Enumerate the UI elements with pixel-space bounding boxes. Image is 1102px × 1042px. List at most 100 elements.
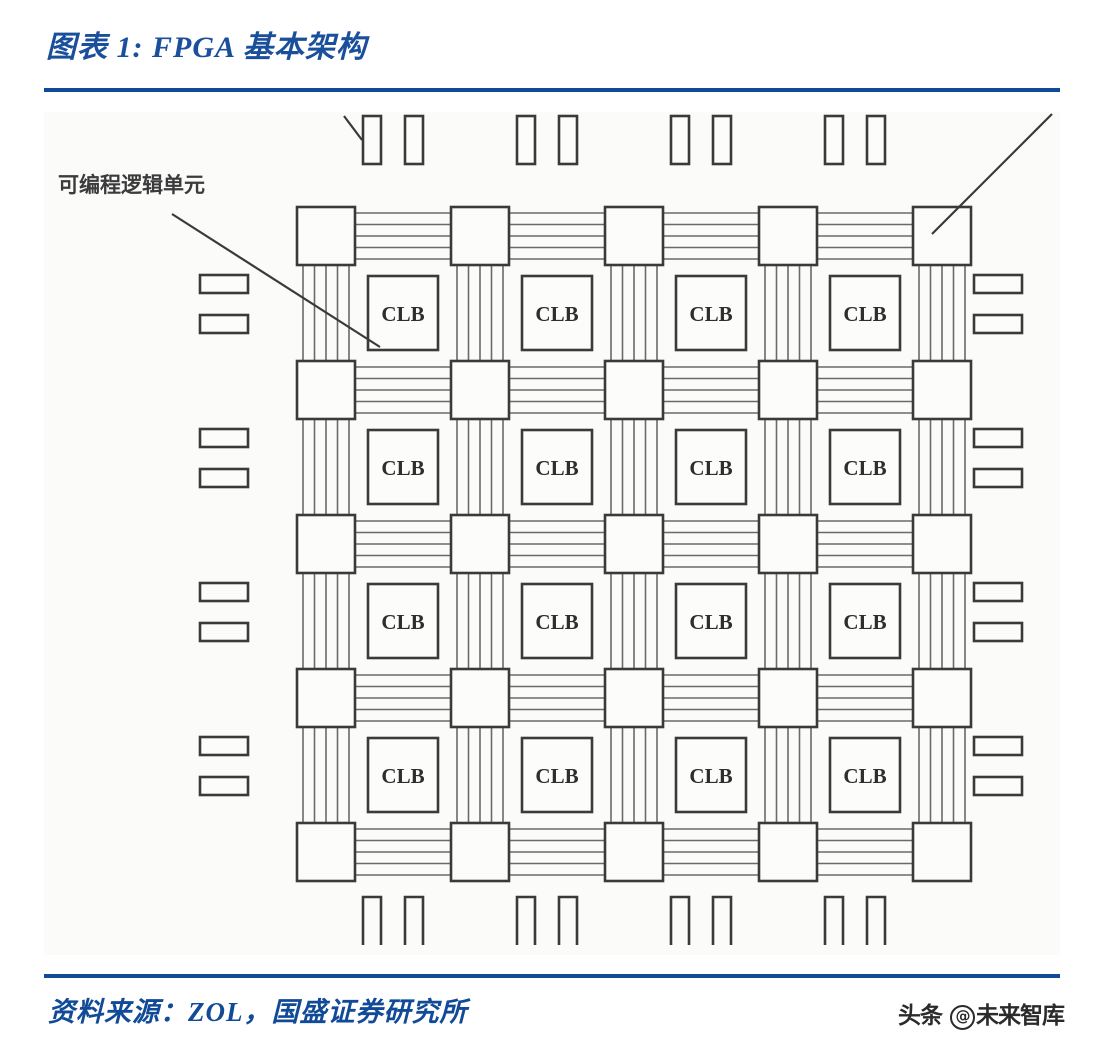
clb-callout-leader-line	[171, 213, 381, 348]
routing-channel-horizontal	[509, 828, 605, 876]
io-pad-right-3-0[interactable]	[972, 735, 1024, 757]
clb-block-r0-c1[interactable]: CLB	[520, 274, 594, 352]
io-pad-right-2-0[interactable]	[972, 581, 1024, 603]
clb-label: CLB	[535, 456, 578, 480]
io-pad-left-0-0[interactable]	[198, 273, 250, 295]
io-pad-top-3-1[interactable]	[865, 114, 887, 166]
io-pad-bottom-2-1[interactable]	[711, 895, 733, 945]
clb-block-r0-c3[interactable]: CLB	[828, 274, 902, 352]
switch-box-r0-c1[interactable]	[449, 205, 511, 267]
clb-block-r0-c2[interactable]: CLB	[674, 274, 748, 352]
io-pad-right-0-1[interactable]	[972, 313, 1024, 335]
routing-channel-vertical	[764, 419, 812, 515]
clb-block-r3-c1[interactable]: CLB	[520, 736, 594, 814]
io-pad-left-1-0[interactable]	[198, 427, 250, 449]
io-pad-left-0-1[interactable]	[198, 313, 250, 335]
io-pad-left-2-0[interactable]	[198, 581, 250, 603]
page-title: 图表 1: FPGA 基本架构	[46, 31, 367, 64]
clb-block-r0-c0[interactable]: CLB	[366, 274, 440, 352]
switch-box-r4-c0[interactable]	[295, 821, 357, 883]
watermark: 头条 @未来智库	[898, 996, 1065, 1030]
clb-block-r2-c2[interactable]: CLB	[674, 582, 748, 660]
io-pad-right-0-0[interactable]	[972, 273, 1024, 295]
clb-block-r2-c0[interactable]: CLB	[366, 582, 440, 660]
switch-box-r4-c1[interactable]	[449, 821, 511, 883]
clb-block-r1-c0[interactable]: CLB	[366, 428, 440, 506]
clb-label: CLB	[689, 610, 732, 634]
switch-box-r4-c3[interactable]	[757, 821, 819, 883]
io-pad-left-3-1[interactable]	[198, 775, 250, 797]
io-pad-right-1-1[interactable]	[972, 467, 1024, 489]
switch-box-r3-c0[interactable]	[295, 667, 357, 729]
io-pad-bottom-0-0[interactable]	[361, 895, 383, 945]
clb-block-r2-c3[interactable]: CLB	[828, 582, 902, 660]
routing-channel-vertical	[610, 573, 658, 669]
routing-channel-vertical	[918, 265, 966, 361]
clb-box	[366, 736, 440, 814]
switch-box-r0-c4[interactable]	[911, 205, 973, 267]
clb-block-r1-c3[interactable]: CLB	[828, 428, 902, 506]
switch-box-r1-c0[interactable]	[295, 359, 357, 421]
io-pad-bottom-0-1[interactable]	[403, 895, 425, 945]
clb-block-r2-c1[interactable]: CLB	[520, 582, 594, 660]
io-pad-top-3-0[interactable]	[823, 114, 845, 166]
io-pad-top-2-0[interactable]	[669, 114, 691, 166]
io-pad-left-3-0[interactable]	[198, 735, 250, 757]
clb-block-r3-c3[interactable]: CLB	[828, 736, 902, 814]
switch-box-r0-c0[interactable]	[295, 205, 357, 267]
switch-box-r1-c3[interactable]	[757, 359, 819, 421]
clb-box	[520, 736, 594, 814]
switch-box-r4-c4[interactable]	[911, 821, 973, 883]
switch-box-r0-c2[interactable]	[603, 205, 665, 267]
switch-box-r3-c3[interactable]	[757, 667, 819, 729]
io-pad-bottom-3-0[interactable]	[823, 895, 845, 945]
switch-box-r2-c3[interactable]	[757, 513, 819, 575]
routing-channel-vertical	[456, 419, 504, 515]
io-pad-bottom-2-0[interactable]	[669, 895, 691, 945]
io-pad-right-1-0[interactable]	[972, 427, 1024, 449]
routing-channel-horizontal	[355, 212, 451, 260]
clb-block-r3-c2[interactable]: CLB	[674, 736, 748, 814]
clb-label: CLB	[689, 302, 732, 326]
io-pad-top-0-0[interactable]	[361, 114, 383, 166]
io-pad-right-2-1[interactable]	[972, 621, 1024, 643]
switch-box-r1-c1[interactable]	[449, 359, 511, 421]
routing-channel-horizontal	[355, 366, 451, 414]
clb-label: CLB	[381, 302, 424, 326]
io-pad-left-1-1[interactable]	[198, 467, 250, 489]
io-pad-top-0-1[interactable]	[403, 114, 425, 166]
switch-box-r2-c4[interactable]	[911, 513, 973, 575]
switch-box-r4-c2[interactable]	[603, 821, 665, 883]
io-pad-bottom-1-1[interactable]	[557, 895, 579, 945]
io-pad-top-1-1[interactable]	[557, 114, 579, 166]
routing-channel-horizontal	[509, 674, 605, 722]
switch-box-r2-c1[interactable]	[449, 513, 511, 575]
clb-block-r1-c2[interactable]: CLB	[674, 428, 748, 506]
clb-label: CLB	[689, 456, 732, 480]
switch-box-r3-c2[interactable]	[603, 667, 665, 729]
clb-box	[520, 428, 594, 506]
switch-box-r0-c3[interactable]	[757, 205, 819, 267]
io-pad-top-1-0[interactable]	[515, 114, 537, 166]
routing-channel-vertical	[302, 265, 350, 361]
switch-box-r2-c0[interactable]	[295, 513, 357, 575]
switch-box-r3-c4[interactable]	[911, 667, 973, 729]
switch-box-r3-c1[interactable]	[449, 667, 511, 729]
io-pad-bottom-1-0[interactable]	[515, 895, 537, 945]
io-pad-right-3-1[interactable]	[972, 775, 1024, 797]
clb-block-r3-c0[interactable]: CLB	[366, 736, 440, 814]
switch-box-r1-c2[interactable]	[603, 359, 665, 421]
clb-block-r1-c1[interactable]: CLB	[520, 428, 594, 506]
routing-channel-vertical	[456, 265, 504, 361]
watermark-at-icon: @	[950, 1005, 975, 1030]
switch-box-r2-c2[interactable]	[603, 513, 665, 575]
routing-channel-vertical	[456, 727, 504, 823]
routing-channel-vertical	[610, 419, 658, 515]
clb-box	[520, 582, 594, 660]
io-pad-top-2-1[interactable]	[711, 114, 733, 166]
switch-box-r1-c4[interactable]	[911, 359, 973, 421]
io-pad-bottom-3-1[interactable]	[865, 895, 887, 945]
io-pad-left-2-1[interactable]	[198, 621, 250, 643]
routing-channel-vertical	[918, 727, 966, 823]
clb-label: CLB	[843, 610, 886, 634]
